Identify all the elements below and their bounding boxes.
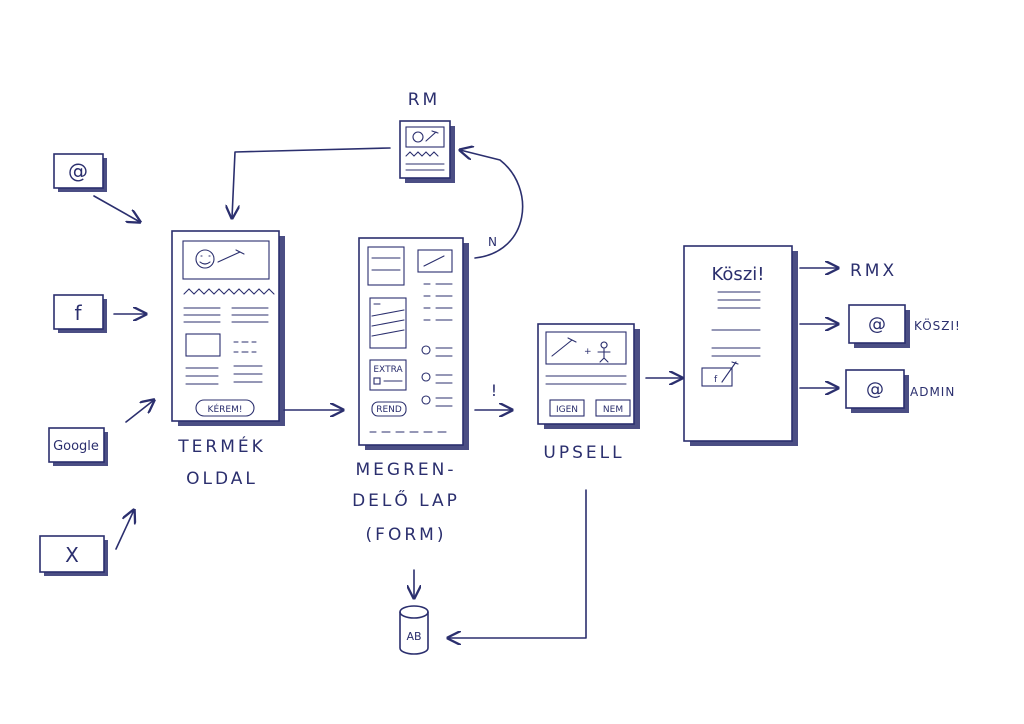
source-facebook: f (53, 294, 107, 333)
arrow-x-to-product (115, 510, 134, 550)
svg-text:f: f (714, 375, 718, 385)
email-thanks-icon: @ (868, 314, 886, 335)
edge-label-upsell-trigger: ! (491, 381, 497, 400)
source-facebook-label: f (74, 301, 82, 325)
source-email-label: @ (68, 159, 88, 183)
product-page: KÉREM! (171, 230, 285, 426)
thanks-page: Köszi! f (683, 245, 798, 446)
arrow-order-to-rm (460, 150, 524, 259)
email-admin-icon: @ (866, 379, 884, 400)
arrow-google-to-product (125, 400, 154, 423)
order-page-label-1: MEGREN- (356, 460, 457, 480)
product-page-label-2: OLDAL (186, 469, 258, 489)
source-x: X (39, 535, 108, 576)
rm-label: RM (408, 90, 440, 110)
upsell-yes-label: IGEN (556, 405, 578, 415)
order-page: EXTRA REND (358, 237, 469, 450)
arrow-upsell-to-db (448, 489, 587, 638)
email-admin-node: @ (845, 369, 909, 413)
svg-text:+: + (584, 347, 592, 357)
order-extra-label: EXTRA (373, 365, 403, 375)
source-google-label: Google (53, 439, 99, 454)
order-submit-label: REND (376, 405, 402, 415)
order-page-label-2: DELŐ LAP (352, 489, 460, 511)
edge-label-no: N (488, 235, 498, 249)
upsell-label: UPSELL (543, 443, 624, 463)
source-x-label: X (65, 543, 79, 567)
db-node: AB (399, 605, 429, 655)
arrow-email-to-product (93, 195, 140, 222)
arrow-rm-to-product (232, 147, 391, 218)
upsell-page: + IGEN NEM (537, 323, 640, 429)
upsell-no-label: NEM (603, 405, 623, 415)
product-cta-label: KÉREM! (208, 403, 243, 415)
email-thanks-node: @ (848, 304, 910, 348)
source-email: @ (53, 153, 107, 192)
rmx-label: RMX (850, 261, 897, 281)
product-page-label-1: TERMÉK (177, 435, 266, 457)
rm-node: RM (399, 90, 455, 183)
email-thanks-label: KÖSZI! (914, 317, 961, 333)
db-label: AB (406, 630, 421, 643)
order-page-label-3: (FORM) (366, 525, 447, 545)
thanks-title: Köszi! (712, 264, 765, 285)
source-google: Google (48, 427, 108, 466)
email-admin-label: ADMIN (910, 385, 955, 399)
